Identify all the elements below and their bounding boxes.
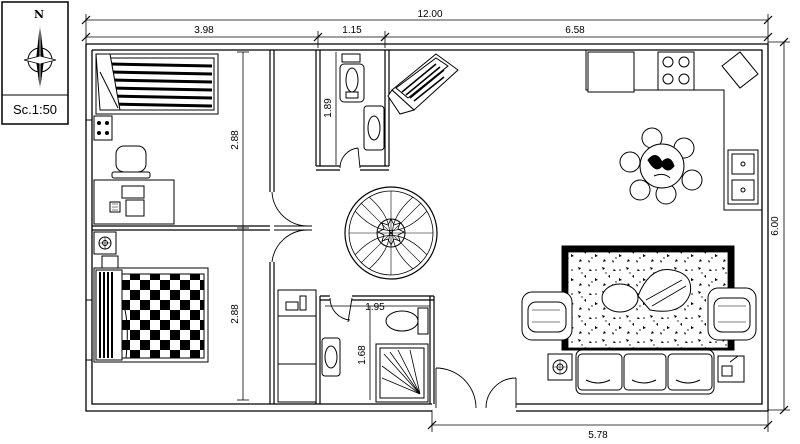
door-bedroom-top [271, 191, 312, 227]
dim-bedroom-top: 2.88 [230, 130, 241, 150]
dim-bath-height: 1.68 [357, 345, 368, 365]
nightstand [93, 115, 113, 141]
dim-bottom-run: 5.78 [588, 430, 608, 441]
kitchen-counter [585, 50, 762, 211]
dimension-ticks [81, 15, 789, 430]
scale-label: Sc.1:50 [13, 102, 57, 117]
shower-tray [375, 343, 429, 403]
dim-overall-width: 12.00 [417, 9, 442, 20]
dim-wc-height: 1.89 [323, 98, 334, 118]
dim-seg-mid: 1.15 [342, 25, 362, 36]
microwave [721, 51, 759, 89]
bath-toilet [385, 307, 429, 335]
coffee-table [601, 269, 692, 313]
single-bed [95, 53, 219, 115]
dim-bath-width: 1.95 [365, 302, 385, 313]
armchair-left [521, 291, 573, 341]
door-entrance [435, 367, 517, 409]
dining-table [619, 127, 703, 205]
side-table-left [547, 353, 573, 381]
door-wc [339, 147, 361, 169]
sofa [575, 349, 715, 395]
desk-chair [111, 145, 151, 179]
kitchen-sink [727, 149, 759, 205]
north-arrow-icon [23, 24, 57, 90]
side-table-right [717, 355, 745, 383]
bath-sink [321, 337, 341, 377]
north-label: N [34, 8, 44, 21]
bath-cabinet [277, 289, 317, 403]
windows [86, 119, 92, 361]
dimension-lines [85, 14, 790, 432]
exterior-walls [85, 43, 769, 412]
dim-seg-right: 6.58 [565, 25, 585, 36]
phone-table [101, 255, 119, 269]
stove [657, 51, 695, 91]
door-bedroom-bottom [271, 229, 312, 263]
round-rug [344, 186, 438, 280]
nightstand-lamp [93, 231, 117, 255]
desk [93, 179, 175, 225]
wc-sink [363, 105, 385, 151]
piano [387, 53, 459, 115]
squat-toilet [339, 53, 365, 103]
armchair-right [707, 287, 757, 341]
dim-bedroom-bottom: 2.88 [230, 304, 241, 324]
compass-box: N Sc.1:50 [1, 1, 69, 125]
double-bed [93, 267, 209, 363]
dim-overall-height: 6.00 [770, 216, 781, 236]
refrigerator [587, 51, 635, 93]
door-bath [329, 297, 353, 323]
dim-seg-left: 3.98 [194, 25, 214, 36]
